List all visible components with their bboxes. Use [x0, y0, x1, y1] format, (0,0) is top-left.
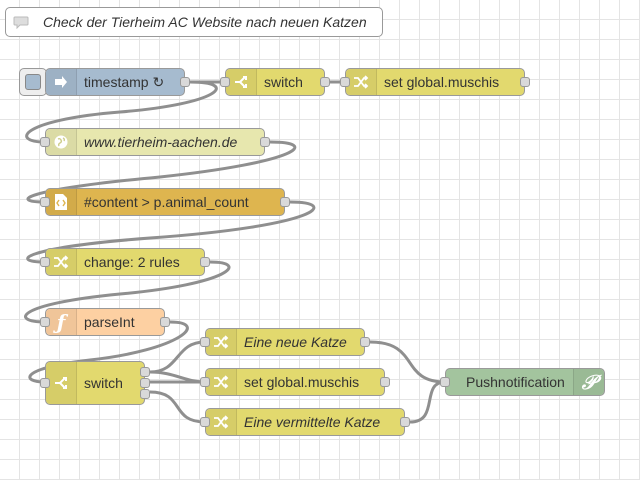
output-port[interactable] — [280, 197, 290, 207]
output-port[interactable] — [360, 337, 370, 347]
wire-vermittelte-push[interactable] — [409, 380, 446, 424]
output-port[interactable] — [200, 257, 210, 267]
shuffle-icon — [346, 69, 377, 95]
node-set-global-top[interactable]: set global.muschis — [340, 68, 530, 96]
output-port[interactable] — [160, 317, 170, 327]
globe-icon — [46, 129, 77, 155]
output-port[interactable] — [380, 377, 390, 387]
node-timestamp[interactable]: timestamp ↻ — [45, 68, 190, 96]
output-port[interactable] — [260, 137, 270, 147]
node-label: switch — [264, 74, 303, 90]
function-icon: ƒ — [46, 309, 77, 335]
node-http-request[interactable]: www.tierheim-aachen.de — [40, 128, 270, 156]
output-port[interactable] — [400, 417, 410, 427]
node-switch-top[interactable]: switch — [220, 68, 330, 96]
input-port[interactable] — [40, 378, 50, 388]
switch-icon — [46, 362, 77, 404]
arrow-right-icon — [46, 69, 77, 95]
node-label: change: 2 rules — [84, 254, 180, 270]
node-neue-katze[interactable]: Eine neue Katze — [200, 328, 370, 356]
input-port[interactable] — [200, 337, 210, 347]
shuffle-icon — [206, 329, 237, 355]
input-port[interactable] — [40, 197, 50, 207]
input-port[interactable] — [440, 377, 450, 387]
node-vermittelte-katze[interactable]: Eine vermittelte Katze — [200, 408, 410, 436]
input-port[interactable] — [220, 77, 230, 87]
node-label: parseInt — [84, 314, 135, 330]
wire-switch-vermittelte[interactable] — [149, 390, 206, 424]
node-label: www.tierheim-aachen.de — [84, 134, 238, 150]
node-change-rules[interactable]: change: 2 rules — [40, 248, 210, 276]
node-label: Pushnotification — [466, 374, 565, 390]
shuffle-icon — [206, 409, 237, 435]
shuffle-icon — [206, 369, 237, 395]
node-set-global-mid[interactable]: set global.muschis — [200, 368, 390, 396]
node-switch-main[interactable]: switch — [40, 361, 150, 405]
node-label: Eine neue Katze — [244, 334, 347, 350]
output-port-1[interactable] — [140, 367, 150, 377]
comment-label: Check der Tierheim AC Website nach neuen… — [43, 14, 367, 30]
node-label: switch — [84, 375, 123, 391]
output-port-3[interactable] — [140, 389, 150, 399]
input-port[interactable] — [40, 257, 50, 267]
output-port-2[interactable] — [140, 378, 150, 388]
node-label: #content > p.animal_count — [84, 194, 249, 210]
node-label: set global.muschis — [244, 374, 360, 390]
wire-switch-neue-katze[interactable] — [149, 340, 206, 374]
node-label: timestamp ↻ — [84, 74, 165, 90]
shuffle-icon — [46, 249, 77, 275]
comment-node[interactable]: Check der Tierheim AC Website nach neuen… — [5, 7, 383, 37]
node-html[interactable]: #content > p.animal_count — [40, 188, 290, 216]
node-pushnotification[interactable]: Pushnotification 𝒫 — [440, 368, 605, 396]
node-parseint[interactable]: ƒ parseInt — [40, 308, 170, 336]
input-port[interactable] — [40, 317, 50, 327]
input-port[interactable] — [200, 417, 210, 427]
node-label: Eine vermittelte Katze — [244, 414, 381, 430]
inject-trigger-button[interactable] — [19, 68, 47, 96]
output-port[interactable] — [180, 77, 190, 87]
pushbullet-icon: 𝒫 — [573, 369, 604, 395]
code-file-icon — [46, 189, 77, 215]
switch-icon — [226, 69, 257, 95]
node-label: set global.muschis — [384, 74, 500, 90]
output-port[interactable] — [520, 77, 530, 87]
input-port[interactable] — [40, 137, 50, 147]
comment-icon — [6, 8, 36, 36]
input-port[interactable] — [200, 377, 210, 387]
inject-trigger-square — [25, 74, 41, 90]
output-port[interactable] — [320, 77, 330, 87]
wire-switch-set-global-mid-2[interactable] — [149, 370, 206, 384]
input-port[interactable] — [340, 77, 350, 87]
